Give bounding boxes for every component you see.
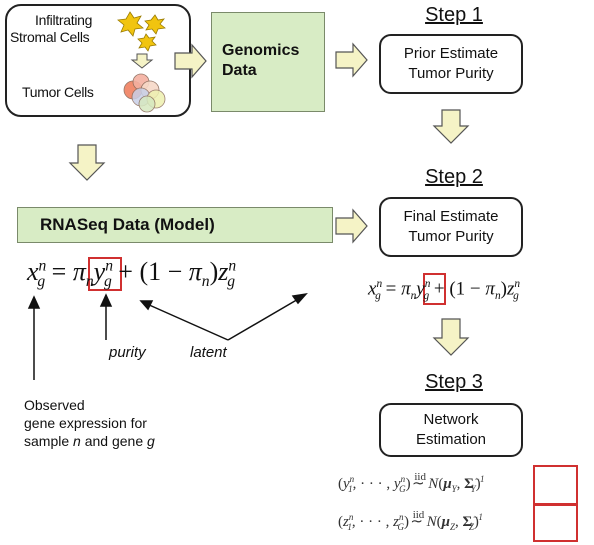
step2-equation: xng = πnyng + (1 − πn)zng [368, 278, 521, 303]
model-equation: xng = πnyng + (1 − πn)zng [27, 257, 237, 291]
sigma-z-highlight-box [533, 504, 578, 542]
step3-title: Step 3 [425, 371, 483, 393]
rnaseq-label: RNASeq Data (Model) [40, 215, 215, 234]
purity-highlight-box-2 [423, 273, 446, 305]
step1-title: Step 1 [425, 4, 483, 26]
step3-line2: Estimation [415, 431, 487, 448]
step3-line1: Network [423, 411, 479, 428]
step1-line2: Tumor Purity [408, 65, 494, 82]
observed-note: Observed gene expression for sample n an… [24, 396, 155, 450]
step3-box: Network Estimation [379, 403, 523, 457]
genomics-line2: Data [222, 62, 257, 79]
step2-line1: Final Estimate [403, 208, 499, 225]
purity-label: purity [109, 344, 146, 361]
arrow-down-3 [432, 318, 470, 356]
tumor-cells-icon [123, 73, 166, 113]
genomics-line1: Genomics [222, 42, 300, 59]
arrow-right-2 [335, 42, 368, 78]
step2-title: Step 2 [425, 166, 483, 188]
small-down-arrow-icon [130, 53, 154, 69]
step2-line2: Tumor Purity [408, 228, 494, 245]
purity-highlight-box [88, 257, 122, 291]
observed-line3: sample n and gene g [24, 433, 155, 449]
arrow-right-1 [174, 43, 207, 79]
observed-line1: Observed [24, 397, 85, 413]
stromal-label-line1: Infiltrating [35, 12, 93, 28]
step1-box: Prior Estimate Tumor Purity [379, 34, 523, 94]
stromal-cells-label: Infiltrating [35, 12, 92, 28]
stromal-cells-label-2: Stromal Cells [10, 29, 90, 45]
arrow-right-3 [335, 208, 368, 244]
sigma-y-highlight-box [533, 465, 578, 505]
tumor-cells-label: Tumor Cells [22, 84, 94, 100]
step1-line1: Prior Estimate [403, 45, 499, 62]
network-equation-z: (zn1, · · · , znG) iid∼ N(μZ, Σ−1Z) [338, 509, 483, 532]
stromal-cells-icon [117, 11, 166, 52]
latent-label: latent [190, 344, 227, 361]
arrow-down-1 [68, 144, 106, 181]
genomics-data-box: Genomics Data [211, 12, 325, 112]
arrow-down-2 [432, 109, 470, 144]
rnaseq-model-box: RNASeq Data (Model) [17, 207, 333, 243]
network-equation-y: (yn1, · · · , ynG) iid∼ N(μY, Σ−1Y) [338, 471, 485, 494]
observed-line2: gene expression for [24, 415, 147, 431]
stromal-label-line2: Stromal Cells [10, 29, 90, 45]
step2-box: Final Estimate Tumor Purity [379, 197, 523, 257]
